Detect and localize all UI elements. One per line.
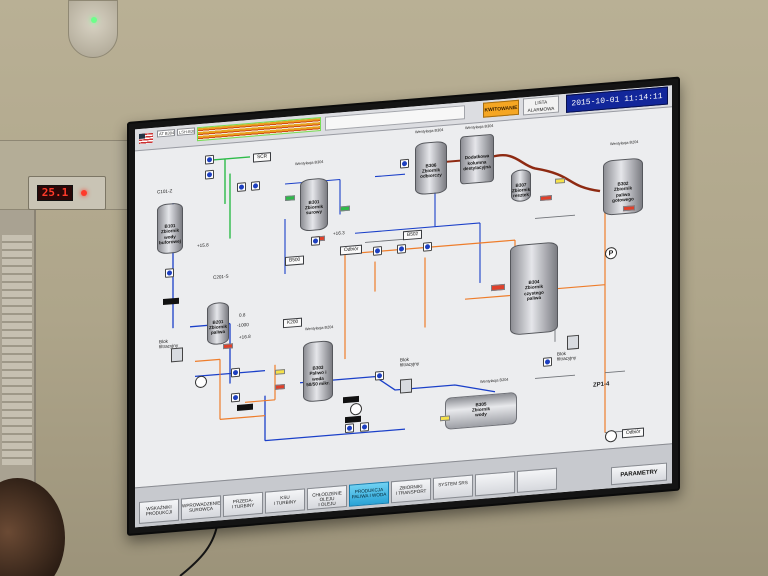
value-readout: 0.8 — [239, 312, 246, 318]
nav-button[interactable]: CHŁODZENIE OLEJU I OLEJU — [307, 484, 347, 511]
wall-clock: 25.1 — [28, 176, 106, 210]
nav-button[interactable]: SYSTEM SRS — [433, 474, 473, 500]
nav-button-active[interactable]: PRODUKCJA PALIWA I WODA — [349, 481, 389, 507]
alarm-list-button[interactable]: LISTA ALARMOWA — [523, 95, 559, 116]
distillation-column[interactable]: Dodatkowa kolumna destylacyjna — [460, 133, 494, 185]
value-readout: +16.3 — [333, 230, 345, 237]
nav-button[interactable]: WPROWADZENIE SUROWCA — [181, 495, 221, 521]
filter-block-icon[interactable] — [567, 334, 579, 350]
tank-b305[interactable]: B305 Zbiornik wody — [445, 391, 517, 430]
nav-button[interactable]: WSKAŹNIKI PRODUKCJI — [139, 498, 179, 525]
nav-button-empty[interactable] — [475, 471, 515, 497]
value-readout: +16.8 — [239, 333, 251, 340]
valve-icon[interactable] — [345, 423, 354, 434]
valve-icon[interactable] — [400, 158, 409, 169]
alarm-tag[interactable] — [540, 195, 552, 202]
filter-block-icon[interactable] — [400, 378, 412, 394]
valve-icon[interactable] — [205, 169, 214, 180]
destination-b502[interactable]: B502 — [403, 229, 423, 241]
destination-scr[interactable]: SCR — [253, 152, 272, 163]
monitor: AT B304 LSH-B302 KWITOWANIE LISTA ALARMO… — [127, 76, 680, 536]
valve-icon[interactable] — [165, 268, 174, 278]
tank-b306[interactable]: B306 Zbiornik odbiorczy — [415, 140, 447, 196]
valve-icon[interactable] — [231, 367, 240, 378]
nav-button[interactable]: KSU I TURBINY — [265, 488, 305, 514]
tank-b303[interactable]: B303 Paliwo i woda 50/50 mikr. — [303, 340, 333, 403]
filter-block-icon[interactable] — [171, 347, 183, 363]
alarm-tag[interactable] — [491, 283, 505, 292]
process-diagram: B101 Zbiornik wody buforowej B201 Zbiorn… — [135, 107, 672, 487]
valve-icon[interactable] — [373, 246, 382, 256]
wall-clock-display: 25.1 — [37, 185, 73, 201]
valve-icon[interactable] — [423, 241, 432, 252]
destination-k200[interactable]: K200 — [283, 317, 303, 329]
tank-b101[interactable]: B101 Zbiornik wody buforowej — [157, 202, 183, 255]
alarm-tag[interactable] — [275, 384, 285, 390]
valve-icon[interactable] — [311, 236, 320, 246]
value-readout: +15.8 — [197, 242, 209, 249]
valve-icon[interactable] — [360, 422, 369, 432]
warning-tag[interactable] — [275, 369, 285, 375]
header-cell: LSH-B302 — [177, 127, 195, 136]
scada-screen: AT B304 LSH-B302 KWITOWANIE LISTA ALARMO… — [135, 85, 672, 528]
door-rack — [2, 235, 32, 465]
valve-icon[interactable] — [251, 181, 260, 191]
value-readout: -1000 — [237, 321, 249, 328]
vent-status-led — [91, 17, 97, 23]
parameters-button[interactable]: PARAMETRY — [611, 462, 667, 486]
filter-block-label: Blok filtracyjny — [557, 350, 577, 362]
tank-b304[interactable]: B304 Zbiornik czystego paliwa — [510, 241, 558, 336]
warning-tag[interactable] — [555, 177, 565, 184]
nav-button[interactable]: ZBIORNIKI I TRANSPORT — [391, 478, 431, 504]
ceiling-vent — [68, 0, 118, 58]
destination-b500[interactable]: B500 — [285, 255, 305, 267]
acknowledge-button[interactable]: KWITOWANIE — [483, 99, 519, 118]
language-flag-icon[interactable] — [139, 132, 153, 145]
tank-b301[interactable]: B301 Zbiornik surowy — [300, 177, 328, 232]
valve-icon[interactable] — [231, 392, 240, 403]
warning-tag[interactable] — [440, 415, 450, 422]
valve-icon[interactable] — [397, 244, 406, 254]
nav-button-empty[interactable] — [517, 467, 557, 493]
person-head — [0, 478, 65, 576]
status-tag[interactable] — [285, 195, 295, 202]
nav-button[interactable]: PRZEDA- I TURBINY — [223, 491, 263, 518]
valve-icon[interactable] — [205, 154, 214, 165]
tank-b307[interactable]: B307 Zbiornik resztek — [511, 168, 531, 203]
alarm-tag[interactable] — [623, 205, 635, 212]
destination-odbior-2[interactable]: Odbiór — [622, 427, 645, 439]
filter-block-label: Blok filtracyjny — [400, 356, 420, 368]
wall-clock-led — [81, 190, 87, 196]
valve-icon[interactable] — [543, 357, 552, 367]
valve-icon[interactable] — [375, 370, 384, 381]
valve-icon[interactable] — [237, 182, 246, 192]
tank-b201[interactable]: B201 Zbiornik paliwa — [207, 301, 229, 346]
alarm-tag[interactable] — [223, 343, 233, 350]
header-cell: AT B304 — [157, 129, 175, 138]
status-tag[interactable] — [340, 205, 350, 212]
destination-odbior[interactable]: Odbiór — [340, 244, 363, 256]
